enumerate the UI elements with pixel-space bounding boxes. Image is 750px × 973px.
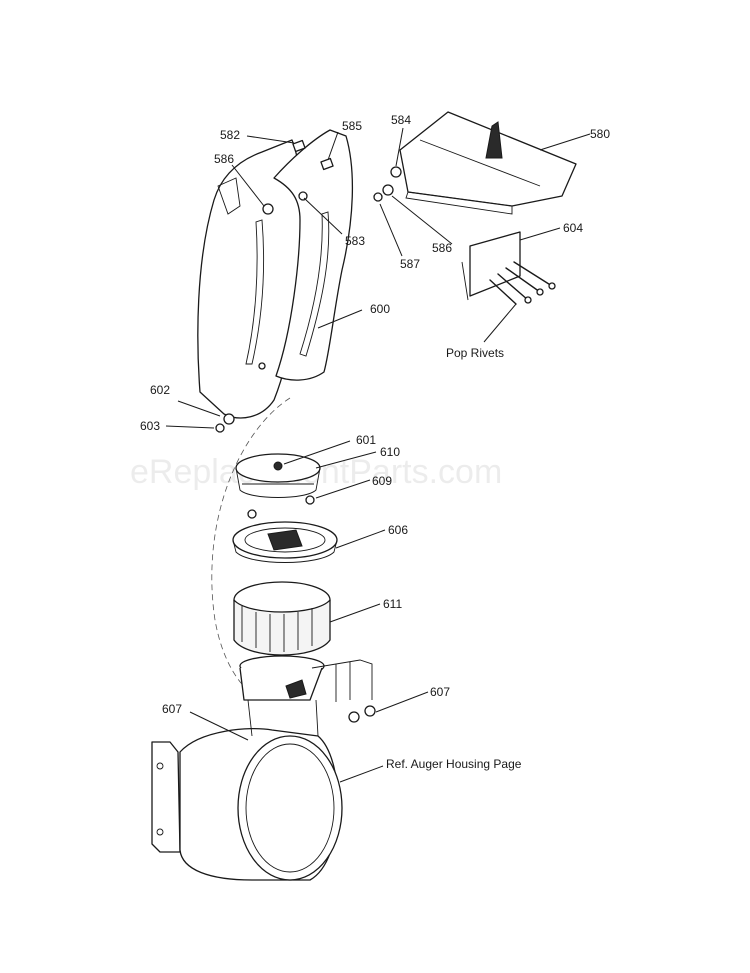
leader-lines	[165, 127, 591, 783]
pop-rivets-group	[489, 261, 556, 305]
callout-600: 600	[370, 302, 390, 316]
callout-585: 585	[342, 119, 362, 133]
callout-603: 603	[140, 419, 160, 433]
bolts-607-right	[348, 705, 376, 723]
callout-586-right: 586	[432, 241, 452, 255]
upper-chute-600	[197, 129, 354, 419]
rotation-path	[211, 397, 291, 701]
ring-gear-611	[233, 581, 331, 656]
callout-586-left: 586	[214, 152, 234, 166]
callout-587: 587	[400, 257, 420, 271]
chute-base-housing	[151, 699, 343, 881]
ref-auger-housing-label: Ref. Auger Housing Page	[386, 757, 522, 771]
callout-610: 610	[380, 445, 400, 459]
callout-606: 606	[388, 523, 408, 537]
callout-602: 602	[150, 383, 170, 397]
cap-610	[235, 453, 321, 498]
lower-collar	[239, 655, 373, 702]
callout-611: 611	[383, 597, 402, 611]
plate-604	[461, 231, 556, 305]
pop-rivets-label: Pop Rivets	[446, 346, 504, 360]
callout-604: 604	[563, 221, 583, 235]
callout-607-right: 607	[430, 685, 450, 699]
chute-hardware	[215, 139, 334, 433]
callout-584: 584	[391, 113, 411, 127]
callout-609: 609	[372, 474, 392, 488]
deflector-580	[373, 111, 577, 215]
callout-601: 601	[356, 433, 376, 447]
callout-580: 580	[590, 127, 610, 141]
callout-607-left: 607	[162, 702, 182, 716]
callout-583: 583	[345, 234, 365, 248]
bearing-606	[232, 495, 338, 563]
callout-labels: 582 585 586 583 584 580 586 587 600 604 …	[140, 113, 610, 771]
callout-582: 582	[220, 128, 240, 142]
